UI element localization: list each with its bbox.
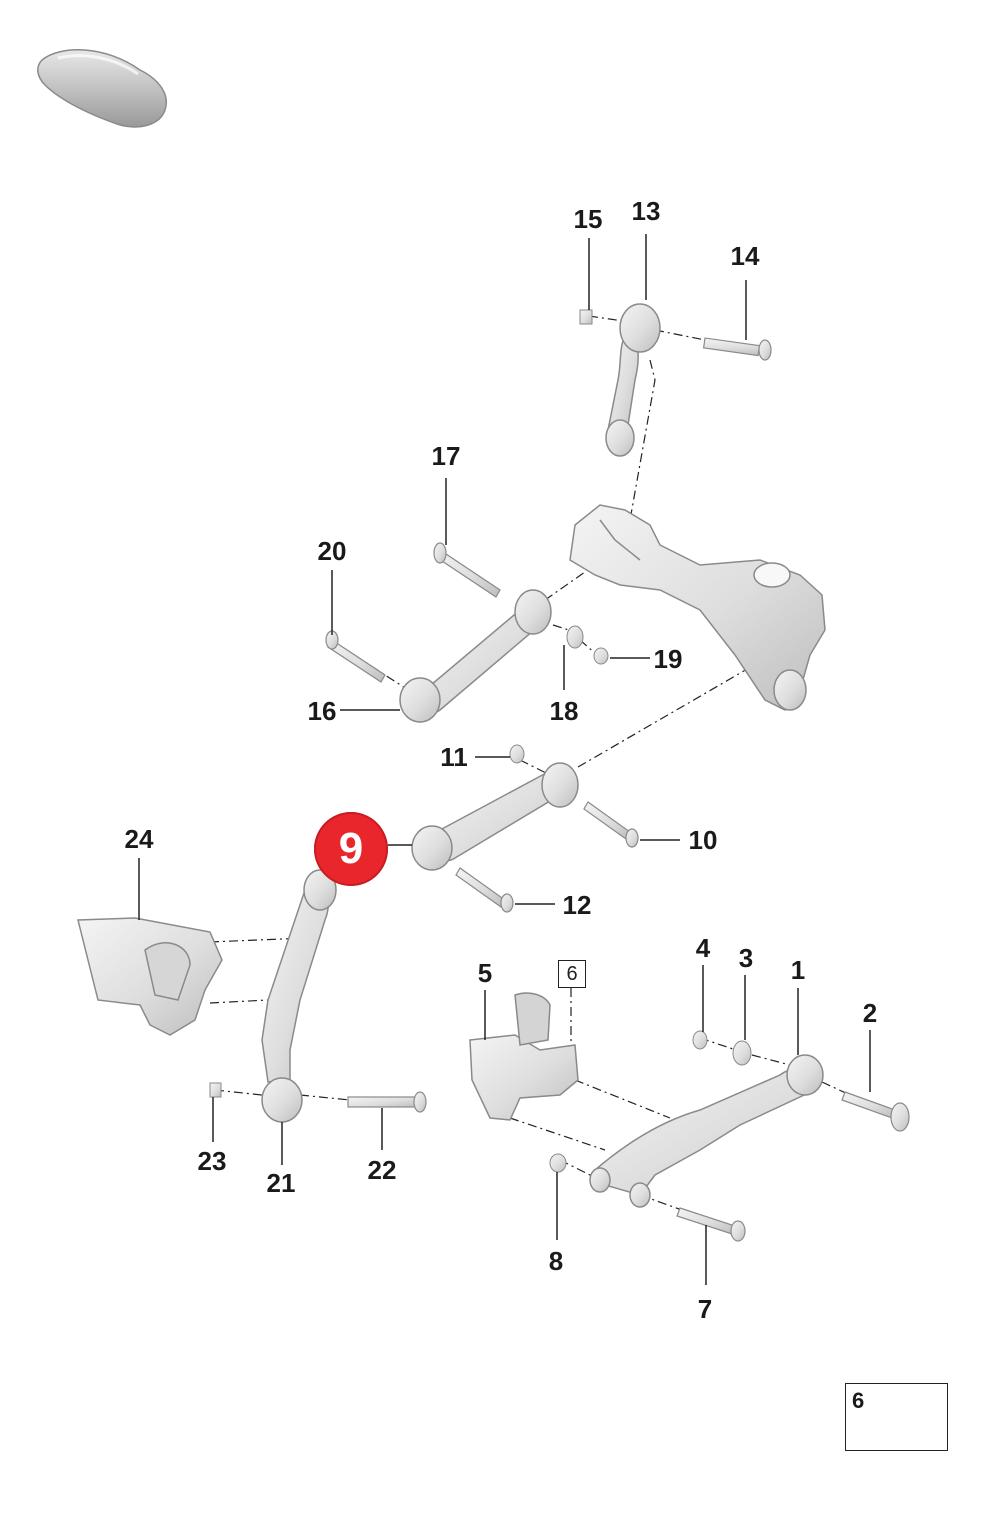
bolt-7	[676, 1207, 746, 1242]
bracket-24	[77, 917, 223, 1036]
boxed-reference-6: 6	[558, 960, 586, 988]
legend-label: 6	[852, 1388, 865, 1413]
shield-5	[469, 992, 579, 1121]
bolt-14	[702, 337, 772, 361]
highlighted-part-9[interactable]: 9	[314, 812, 388, 886]
callout-2: 2	[862, 998, 878, 1028]
nut-15	[579, 309, 593, 325]
bolt-10	[583, 801, 639, 848]
callout-20: 20	[317, 536, 347, 566]
bolt-2	[841, 1091, 910, 1132]
callout-12: 12	[562, 890, 592, 920]
bolt-12	[455, 867, 514, 913]
callout-3: 3	[738, 943, 754, 973]
arm-21	[261, 869, 337, 1123]
link-9	[411, 762, 579, 871]
link-16	[399, 589, 552, 723]
callout-24: 24	[124, 824, 154, 854]
callout-14: 14	[730, 241, 760, 271]
callout-18: 18	[549, 696, 579, 726]
callout-22: 22	[367, 1155, 397, 1185]
bolt-20	[325, 630, 386, 683]
subframe	[569, 504, 826, 711]
bolt-17	[433, 542, 501, 598]
callout-7: 7	[697, 1294, 713, 1324]
callout-13: 13	[631, 196, 661, 226]
callout-5: 5	[477, 958, 493, 988]
callout-23: 23	[197, 1146, 227, 1176]
callout-1: 1	[790, 955, 806, 985]
upper-link-13	[605, 303, 661, 457]
washer-3	[732, 1040, 752, 1066]
nut-23	[209, 1082, 222, 1098]
callout-11: 11	[440, 742, 468, 772]
nut-4	[692, 1030, 708, 1050]
callout-17: 17	[431, 441, 461, 471]
bolt-22	[347, 1091, 427, 1113]
callout-10: 10	[688, 825, 718, 855]
car-silhouette-icon	[37, 49, 167, 128]
arm-1	[589, 1054, 824, 1208]
nut-19	[593, 647, 609, 665]
leader-lines	[138, 234, 871, 1285]
callout-4: 4	[695, 933, 711, 963]
callout-21: 21	[266, 1168, 296, 1198]
callout-19: 19	[653, 644, 683, 674]
callout-8: 8	[548, 1246, 564, 1276]
legend-box: 6	[845, 1383, 948, 1451]
callout-15: 15	[573, 204, 603, 234]
callout-16: 16	[307, 696, 337, 726]
nut-11	[509, 744, 525, 764]
washer-18	[566, 625, 584, 649]
washer-8	[549, 1153, 567, 1173]
